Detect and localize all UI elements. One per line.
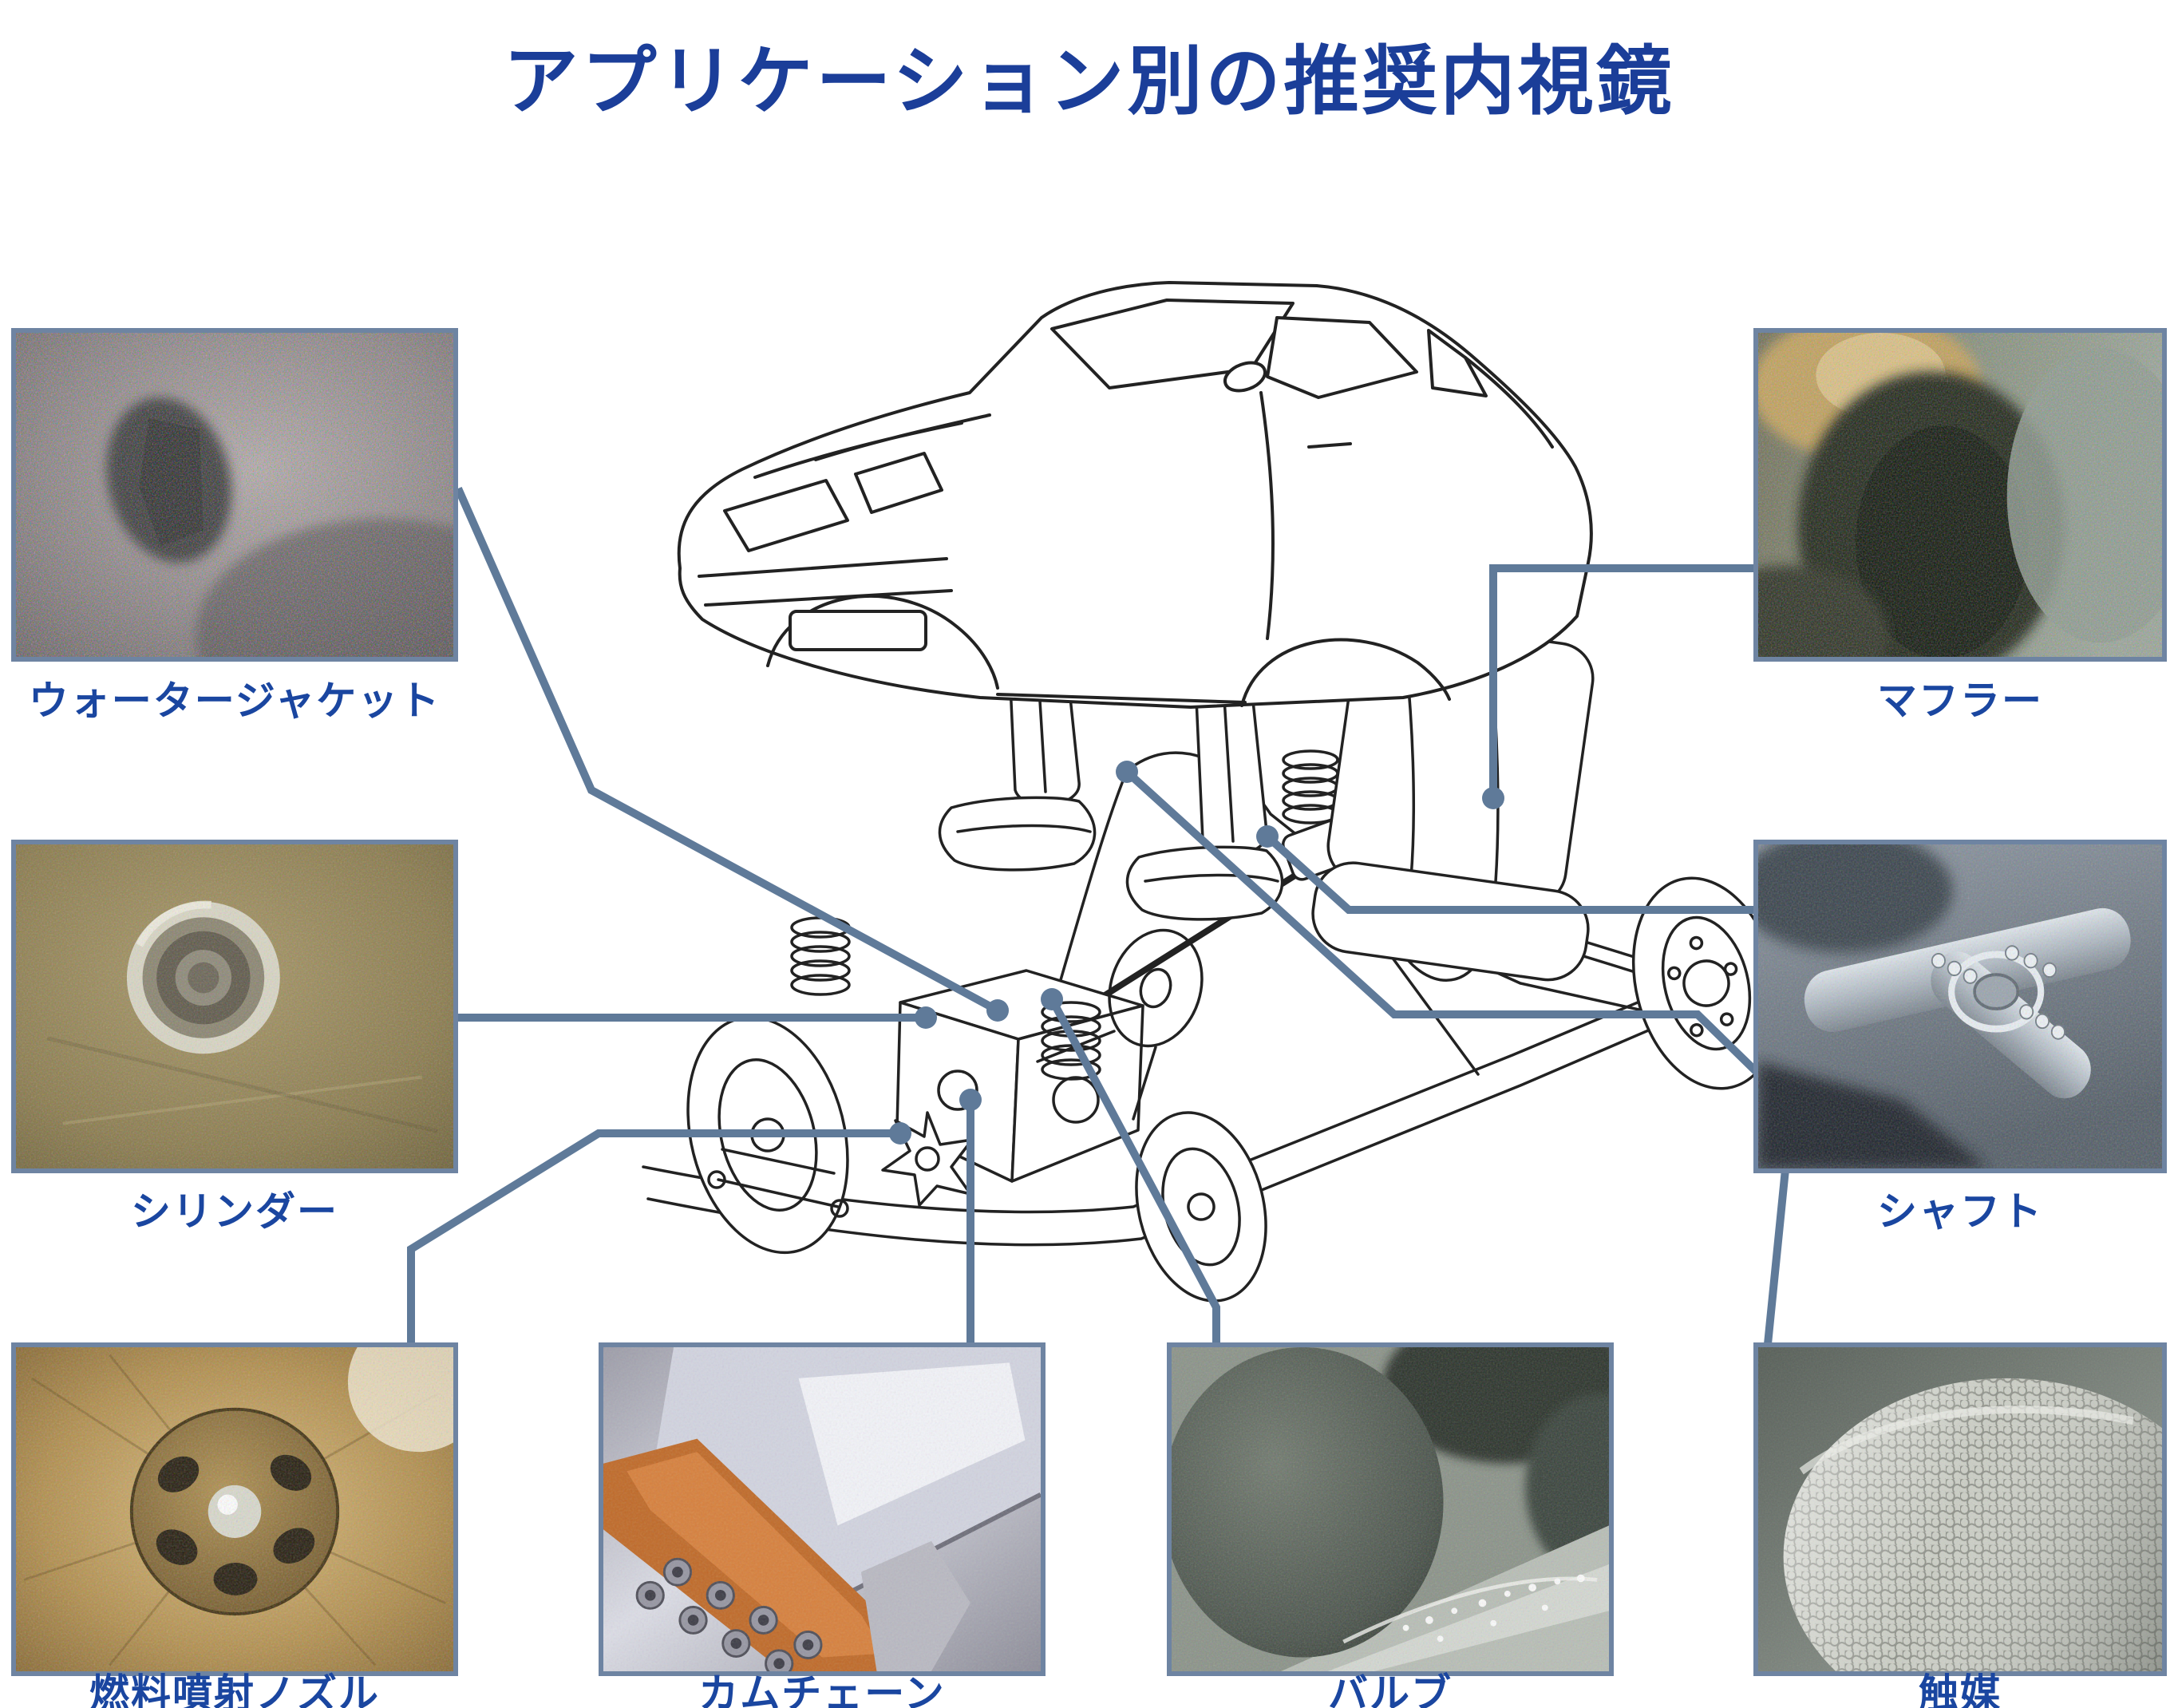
- fuel-injection-nozzle-photo: [16, 1347, 453, 1671]
- cylinder-thumbnail: [11, 840, 458, 1173]
- water-jacket-photo: [16, 333, 453, 657]
- cylinder-label: シリンダー: [131, 1188, 338, 1235]
- valve-thumbnail: [1167, 1342, 1614, 1676]
- fuel-injection-nozzle-label: 燃料噴射ノズル: [89, 1670, 380, 1708]
- dot-muffler: [1482, 787, 1504, 809]
- dot-cylinder: [915, 1006, 937, 1029]
- callout-dots: [889, 761, 1504, 1145]
- connector-muffler: [1489, 564, 1753, 798]
- dot-cam-chain: [959, 1089, 982, 1111]
- shaft-photo: [1758, 844, 2162, 1168]
- muffler-thumbnail: [1753, 328, 2167, 662]
- connector-fuel-injection-nozzle: [407, 1129, 900, 1344]
- dot-catalyst: [1116, 761, 1138, 783]
- page-title: アプリケーション別の推奨内視鏡: [503, 38, 1675, 125]
- water-jacket-thumbnail: [11, 328, 458, 662]
- water-jacket-label: ウォータージャケット: [28, 678, 441, 724]
- catalyst-thumbnail: [1753, 1342, 2167, 1676]
- connector-catalyst: [1124, 769, 1797, 1345]
- dot-fuel-injection-nozzle: [889, 1122, 911, 1145]
- shaft-label: シャフト: [1877, 1188, 2043, 1235]
- car-body-illustration: [677, 281, 1593, 709]
- muffler-photo: [1758, 333, 2162, 657]
- cam-chain-thumbnail: [599, 1342, 1046, 1676]
- fuel-injection-nozzle-thumbnail: [11, 1342, 458, 1676]
- callout-lines: [407, 486, 1797, 1345]
- connector-valve: [1048, 997, 1220, 1344]
- connector-water-jacket: [454, 486, 1000, 1014]
- connector-shaft: [1264, 833, 1753, 914]
- valve-photo: [1172, 1347, 1609, 1671]
- cam-chain-photo: [603, 1347, 1041, 1671]
- shaft-thumbnail: [1753, 840, 2167, 1173]
- muffler-label: マフラー: [1877, 678, 2043, 724]
- valve-label: バルブ: [1328, 1670, 1453, 1708]
- dot-water-jacket: [986, 999, 1009, 1022]
- dot-shaft: [1256, 825, 1279, 848]
- cam-chain-label: カムチェーン: [698, 1670, 946, 1708]
- cylinder-photo: [16, 844, 453, 1168]
- catalyst-label: 触媒: [1919, 1670, 2002, 1708]
- catalyst-photo: [1758, 1347, 2162, 1671]
- vehicle-line-art: [642, 281, 1785, 1303]
- dot-valve: [1041, 988, 1063, 1010]
